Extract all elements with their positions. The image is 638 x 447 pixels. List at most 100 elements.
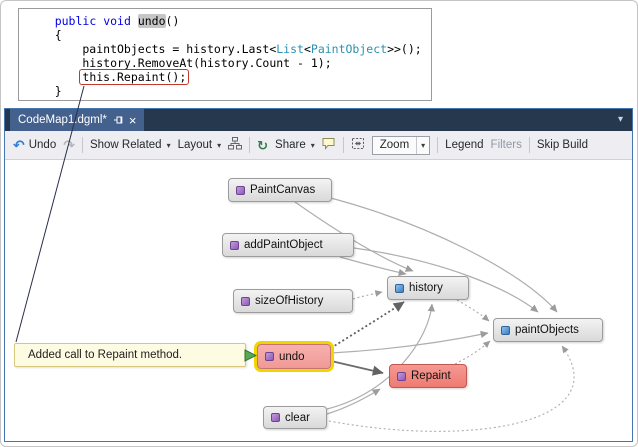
method-icon — [241, 296, 250, 306]
code-token — [27, 14, 55, 28]
show-related-label: Show Related — [89, 139, 162, 151]
node-label: addPaintObject — [244, 239, 323, 251]
undo-label: Undo — [28, 139, 57, 151]
zoom-label: Zoom — [379, 139, 410, 151]
legend-label: Legend — [445, 139, 484, 151]
code-token — [131, 14, 138, 28]
show-related-button[interactable]: Show Related ▾ — [90, 139, 171, 151]
method-icon — [271, 413, 280, 422]
edge-undo-Repaint — [330, 360, 384, 376]
filters-label: Filters — [490, 139, 522, 151]
graph-node-Repaint[interactable]: Repaint — [389, 364, 467, 388]
code-token: < — [303, 42, 311, 56]
zoom-dropdown[interactable]: Zoom ▾ — [371, 135, 431, 155]
code-line: { — [27, 28, 431, 42]
edge-addPaintObject-paintObjects — [353, 247, 539, 313]
tab-title: CodeMap1.dgml* — [18, 114, 107, 126]
code-token: List — [276, 42, 304, 56]
edge-clear-paintObjects — [328, 345, 575, 432]
annotation-box[interactable]: Added call to Repaint method. — [14, 343, 246, 367]
edge-sizeOfHistory-history — [352, 290, 383, 300]
node-label: sizeOfHistory — [255, 295, 324, 307]
field-icon — [501, 325, 510, 335]
highlighted-code-red-box: this.Repaint(); — [79, 69, 190, 85]
code-line: } — [27, 84, 431, 98]
chevron-down-icon: ▾ — [416, 136, 429, 154]
close-icon[interactable]: × — [128, 112, 137, 128]
chevron-down-icon: ▾ — [217, 140, 222, 150]
edge-PaintCanvas-history — [294, 201, 414, 272]
edge-Repaint-paintObjects — [454, 340, 491, 365]
redo-icon[interactable]: ↷ — [63, 137, 75, 153]
code-line: public void undo() — [27, 14, 431, 28]
chevron-down-icon: ▾ — [166, 140, 171, 150]
skip-build-button[interactable]: Skip Build — [537, 139, 588, 151]
field-icon — [395, 283, 404, 293]
node-label: Repaint — [411, 370, 451, 382]
layout-button[interactable]: Layout ▾ — [178, 139, 222, 151]
edge-history-paintObjects — [456, 299, 490, 322]
legend-button[interactable]: Legend — [445, 139, 483, 151]
undo-icon: ↶ — [13, 137, 25, 153]
tab-strip: CodeMap1.dgml* × ▾ — [5, 109, 632, 131]
annotation-text: Added call to Repaint method. — [28, 349, 183, 361]
node-label: history — [409, 282, 443, 294]
edge-addPaintObject-history — [339, 256, 407, 276]
code-map-window: CodeMap1.dgml* × ▾ ↶ Undo ↷ Show Related… — [4, 108, 633, 442]
zoom-to-fit-icon — [351, 137, 365, 153]
tab-codemap[interactable]: CodeMap1.dgml* × — [10, 109, 145, 131]
graph-node-clear[interactable]: clear — [263, 406, 327, 429]
filters-button[interactable]: Filters — [491, 139, 522, 151]
method-icon — [236, 185, 245, 195]
code-token: paintObjects = history.Last< — [27, 42, 277, 56]
code-line: this.Repaint(); — [27, 69, 431, 85]
toolbar-separator — [342, 137, 344, 153]
layout-direction-button[interactable] — [228, 137, 243, 153]
graph-node-addPaintObject[interactable]: addPaintObject — [222, 233, 354, 257]
code-editor[interactable]: public void undo() { paintObjects = hist… — [18, 8, 432, 101]
toolbar-separator — [437, 137, 439, 153]
toolbar-separator — [81, 137, 83, 153]
graph-edges — [294, 195, 575, 432]
graph-layout-icon — [228, 137, 243, 153]
code-token — [27, 70, 82, 84]
code-token: undo — [137, 14, 166, 28]
code-token: { — [27, 28, 62, 42]
new-comment-button[interactable] — [322, 137, 336, 153]
graph-node-paintObjects[interactable]: paintObjects — [493, 318, 603, 342]
code-token: history.RemoveAt(history.Count - 1); — [27, 56, 332, 70]
toolbar: ↶ Undo ↷ Show Related ▾ Layout ▾ ↻ Share… — [5, 131, 632, 160]
graph-node-PaintCanvas[interactable]: PaintCanvas — [228, 178, 332, 202]
node-label: PaintCanvas — [250, 184, 316, 196]
pin-icon[interactable] — [113, 115, 123, 125]
toolbar-separator — [249, 137, 251, 153]
code-token: PaintObject — [310, 42, 388, 56]
graph-node-sizeOfHistory[interactable]: sizeOfHistory — [233, 289, 353, 313]
tab-list-dropdown-icon[interactable]: ▾ — [617, 114, 623, 125]
zoom-to-fit-button[interactable] — [351, 137, 365, 153]
method-icon — [397, 371, 406, 381]
refresh-icon[interactable]: ↻ — [257, 137, 269, 153]
layout-label: Layout — [177, 139, 213, 151]
new-item-arrow-icon — [244, 349, 257, 362]
edge-undo-history — [330, 301, 405, 349]
code-token: public — [54, 14, 97, 28]
edge-undo-paintObjects — [330, 330, 489, 354]
share-label: Share — [275, 139, 306, 151]
share-button[interactable]: Share ▾ — [275, 139, 315, 151]
code-token: void — [103, 14, 131, 28]
node-label: undo — [279, 350, 305, 363]
graph-canvas[interactable]: PaintCanvas addPaintObject history sizeOfHi… — [5, 160, 632, 441]
code-lines: public void undo() { paintObjects = hist… — [27, 14, 431, 98]
graph-node-history[interactable]: history — [387, 276, 469, 300]
code-line: paintObjects = history.Last<List<PaintOb… — [27, 42, 431, 56]
method-icon — [265, 352, 274, 361]
undo-button[interactable]: ↶ Undo — [13, 138, 56, 152]
edge-clear-Repaint — [326, 388, 381, 415]
node-label: clear — [285, 411, 310, 424]
graph-node-undo[interactable]: undo — [257, 344, 331, 369]
code-token: } — [27, 84, 62, 98]
toolbar-separator — [528, 137, 530, 153]
method-icon — [230, 240, 239, 250]
skip-build-label: Skip Build — [536, 139, 588, 151]
